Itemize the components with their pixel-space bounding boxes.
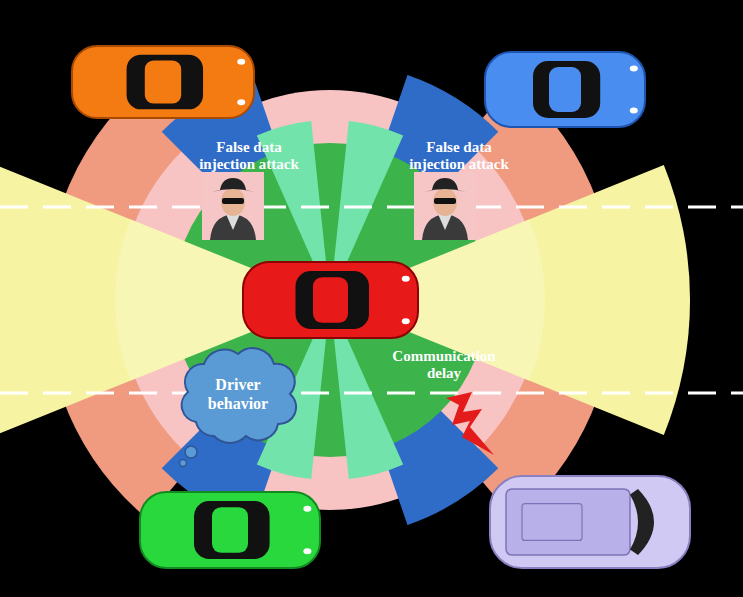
thought-cloud: Driver behavior [174,342,302,446]
thought-bubble [185,446,197,458]
hacker-icon [414,172,476,240]
thought-bubble [180,460,187,467]
lightning-symbol [446,392,494,455]
cloud-outline [174,342,302,446]
car [140,492,320,568]
lane-line [0,392,743,395]
text-wrap: Driver behavior [174,342,302,446]
vehicles [72,46,690,568]
annotation-label: False data injection attack [188,139,310,173]
annotation-label: Communication delay [382,348,506,382]
car [243,262,418,338]
car [72,46,254,118]
annotation-label: False data injection attack [398,139,520,173]
car [490,476,690,568]
sensor-ranges [0,75,690,525]
node-text: Driver behavior [188,375,288,413]
hacker-icon [202,172,264,240]
car [485,52,645,127]
cloud-shape [182,348,296,443]
lane-line [0,206,743,209]
